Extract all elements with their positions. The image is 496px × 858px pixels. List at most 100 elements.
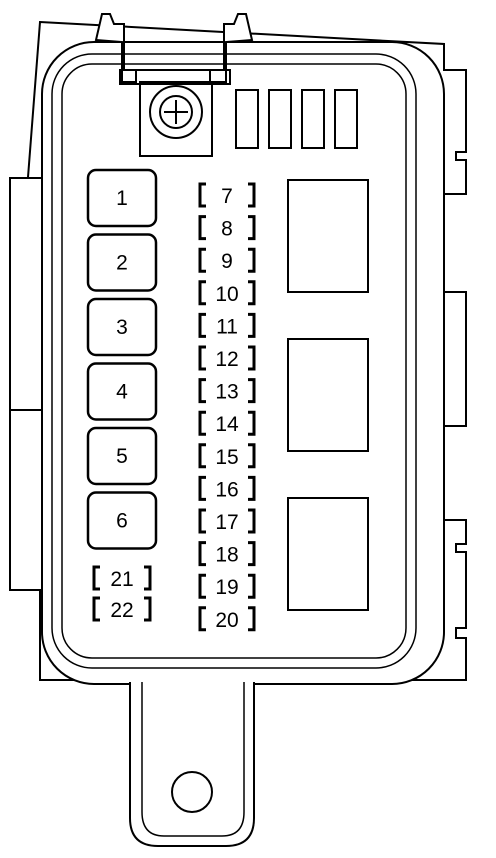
small-fuse: 15 [198, 443, 256, 469]
relay-group [287, 179, 369, 611]
relay [287, 338, 369, 452]
large-fuse-label: 2 [116, 252, 128, 275]
small-fuse-label: 13 [215, 381, 238, 404]
connector-pins [235, 89, 358, 149]
fuse-bracket-right [248, 378, 256, 404]
fuse-bracket-left [198, 312, 206, 338]
spare-fuse-label: 22 [110, 599, 133, 622]
small-fuse-label: 16 [215, 478, 238, 501]
small-fuse: 9 [198, 247, 256, 273]
fuse-bracket-left [198, 247, 206, 273]
fuse-box-inner-panel [61, 63, 407, 659]
fuse-bracket-left [198, 606, 206, 632]
fuse-bracket-left [198, 573, 206, 599]
fuse-bracket-left [198, 410, 206, 436]
small-fuse-label: 14 [215, 413, 239, 436]
small-fuse: 16 [198, 475, 256, 501]
small-fuse-label: 7 [221, 185, 233, 208]
bolt-head-icon [159, 95, 193, 129]
fuse-bracket-right [248, 280, 256, 306]
relay [287, 497, 369, 611]
fuse-bracket-right [248, 541, 256, 567]
fuse-bracket-left [198, 443, 206, 469]
fuse-bracket-right [248, 606, 256, 632]
small-fuse: 17 [198, 508, 256, 534]
small-fuse: 12 [198, 345, 256, 371]
fuse-bracket-right [248, 215, 256, 241]
fuse-bracket-left [198, 280, 206, 306]
large-fuse-body [86, 297, 158, 357]
connector-pin [334, 89, 358, 149]
fuse-bracket-right [248, 508, 256, 534]
fuse-bracket-right [248, 475, 256, 501]
small-fuse-label: 20 [215, 609, 238, 632]
small-fuse-label: 8 [221, 218, 233, 241]
small-fuse-label: 18 [215, 544, 238, 567]
large-fuse-label: 5 [116, 445, 128, 468]
left-side-tab-lower [9, 409, 43, 591]
small-fuse: 14 [198, 410, 256, 436]
spare-fuse-label: 21 [110, 568, 133, 591]
large-fuse: 1 [86, 168, 158, 228]
large-fuse-body [86, 362, 158, 421]
fuse-bracket-right [248, 410, 256, 436]
large-fuse-label: 6 [116, 510, 128, 533]
large-fuse: 5 [86, 426, 158, 486]
bolt-housing [139, 81, 213, 157]
large-fuse: 4 [86, 362, 158, 421]
mounting-hole-icon [171, 771, 213, 813]
fuse-bracket-left [198, 475, 206, 501]
spare-fuse: 21 [92, 565, 152, 591]
left-side-tab-upper [9, 177, 43, 413]
relay [287, 179, 369, 293]
large-fuse: 2 [86, 233, 158, 292]
fuse-bracket-right [144, 565, 152, 591]
large-fuse-label: 1 [116, 187, 128, 210]
large-fuse-body [86, 426, 158, 486]
large-fuse-body [86, 168, 158, 228]
fuse-bracket-left [198, 215, 206, 241]
fuse-bracket-left [92, 596, 100, 622]
fuse-bracket-left [198, 508, 206, 534]
small-fuse-label: 17 [215, 511, 238, 534]
fuse-bracket-left [92, 565, 100, 591]
fuse-bracket-right [248, 443, 256, 469]
large-fuse-label: 3 [116, 316, 128, 339]
connector-pin [268, 89, 292, 149]
small-fuse: 18 [198, 541, 256, 567]
connector-pin [235, 89, 259, 149]
small-fuse-label: 19 [215, 576, 238, 599]
small-fuse: 8 [198, 215, 256, 241]
large-fuse: 3 [86, 297, 158, 357]
small-fuse: 13 [198, 378, 256, 404]
large-fuse-body [86, 491, 158, 550]
large-fuse: 6 [86, 491, 158, 550]
fuse-bracket-right [248, 182, 256, 208]
fuse-bracket-right [144, 596, 152, 622]
small-fuse-label: 9 [221, 250, 233, 273]
fuse-bracket-left [198, 541, 206, 567]
fuse-bracket-right [248, 247, 256, 273]
small-fuse-label: 10 [215, 283, 238, 306]
bolt-outer-icon [149, 85, 203, 139]
fuse-bracket-right [248, 312, 256, 338]
fuse-bracket-left [198, 182, 206, 208]
small-fuse-group: 7 8 9 10 11 12 13 14 15 16 17 18 19 20 [198, 182, 256, 632]
connector-pin [301, 89, 325, 149]
small-fuse-label: 15 [215, 446, 238, 469]
mounting-bracket [129, 682, 255, 847]
small-fuse: 20 [198, 606, 256, 632]
top-connector-base [119, 69, 231, 85]
fuse-box-inner-rim [51, 53, 417, 669]
fuse-bracket-right [248, 573, 256, 599]
small-fuse-label: 11 [216, 315, 238, 338]
large-fuse-body [86, 233, 158, 292]
small-fuse: 10 [198, 280, 256, 306]
fuse-bracket-right [248, 345, 256, 371]
large-fuse-group: 1 2 3 4 5 6 [86, 168, 158, 550]
spare-fuse: 22 [92, 596, 152, 622]
small-fuse-label: 12 [215, 348, 238, 371]
fuse-bracket-left [198, 345, 206, 371]
